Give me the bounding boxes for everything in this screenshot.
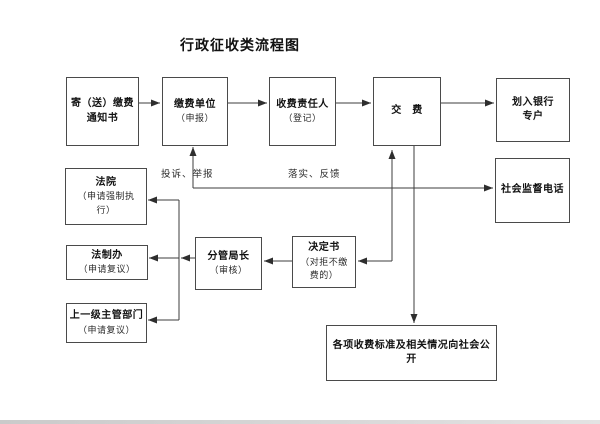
node-sublabel: （对拒不缴 xyxy=(300,256,348,267)
node-sublabel: （审核） xyxy=(209,265,248,275)
node-sublabel: （申请强制执 xyxy=(77,191,135,202)
flow-node-pay: 交 费 xyxy=(373,77,441,146)
flow-node-payer: 缴费单位 （申报） xyxy=(162,77,228,146)
node-sublabel: （登记） xyxy=(283,113,322,123)
node-label: 各项收费标准及相关情况向社会公开 xyxy=(332,339,491,366)
node-label: 上一级主管部门 xyxy=(69,310,144,321)
flow-node-public: 各项收费标准及相关情况向社会公开 xyxy=(326,325,497,381)
node-label: 划入银行 xyxy=(512,96,554,108)
flow-node-responsible: 收费责任人 （登记） xyxy=(269,77,336,146)
flow-node-director: 分管局长 （审核） xyxy=(195,237,262,290)
flow-node-decision: 决定书 （对拒不缴 费的） xyxy=(292,236,356,288)
flow-node-higher: 上一级主管部门 （申请复议） xyxy=(66,303,147,343)
flow-node-bank: 划入银行 专户 xyxy=(496,78,570,142)
node-sublabel: （申报） xyxy=(175,113,214,123)
flow-node-court: 法院 （申请强制执 行） xyxy=(65,168,147,225)
edge-label-complaint: 投诉、举报 xyxy=(161,169,214,180)
node-label: 法院 xyxy=(95,176,117,188)
flow-node-notice: 寄（送）缴费 通知书 xyxy=(66,77,139,146)
node-sublabel: （申请复议） xyxy=(77,324,135,335)
page-title: 行政征收类流程图 xyxy=(180,37,300,53)
node-sublabel: 行） xyxy=(96,204,116,215)
node-label: 缴费单位 xyxy=(174,98,216,110)
node-label: 通知书 xyxy=(86,112,119,124)
page-bottom-shadow xyxy=(0,420,600,424)
node-sublabel: （申请复议） xyxy=(78,264,136,274)
node-label: 社会监督电话 xyxy=(501,184,564,196)
flow-node-legal: 法制办 （申请复议） xyxy=(66,245,148,280)
node-label: 寄（送）缴费 xyxy=(71,98,134,109)
node-label: 决定书 xyxy=(308,242,340,254)
node-label: 交 费 xyxy=(391,105,423,117)
node-label: 分管局长 xyxy=(207,250,250,262)
edge-label-feedback: 落实、反馈 xyxy=(288,169,341,180)
node-label: 收费责任人 xyxy=(276,98,329,110)
flow-node-phone: 社会监督电话 xyxy=(495,158,570,223)
node-label: 专户 xyxy=(522,111,544,122)
node-sublabel: 费的） xyxy=(309,270,339,281)
node-label: 法制办 xyxy=(91,249,123,261)
